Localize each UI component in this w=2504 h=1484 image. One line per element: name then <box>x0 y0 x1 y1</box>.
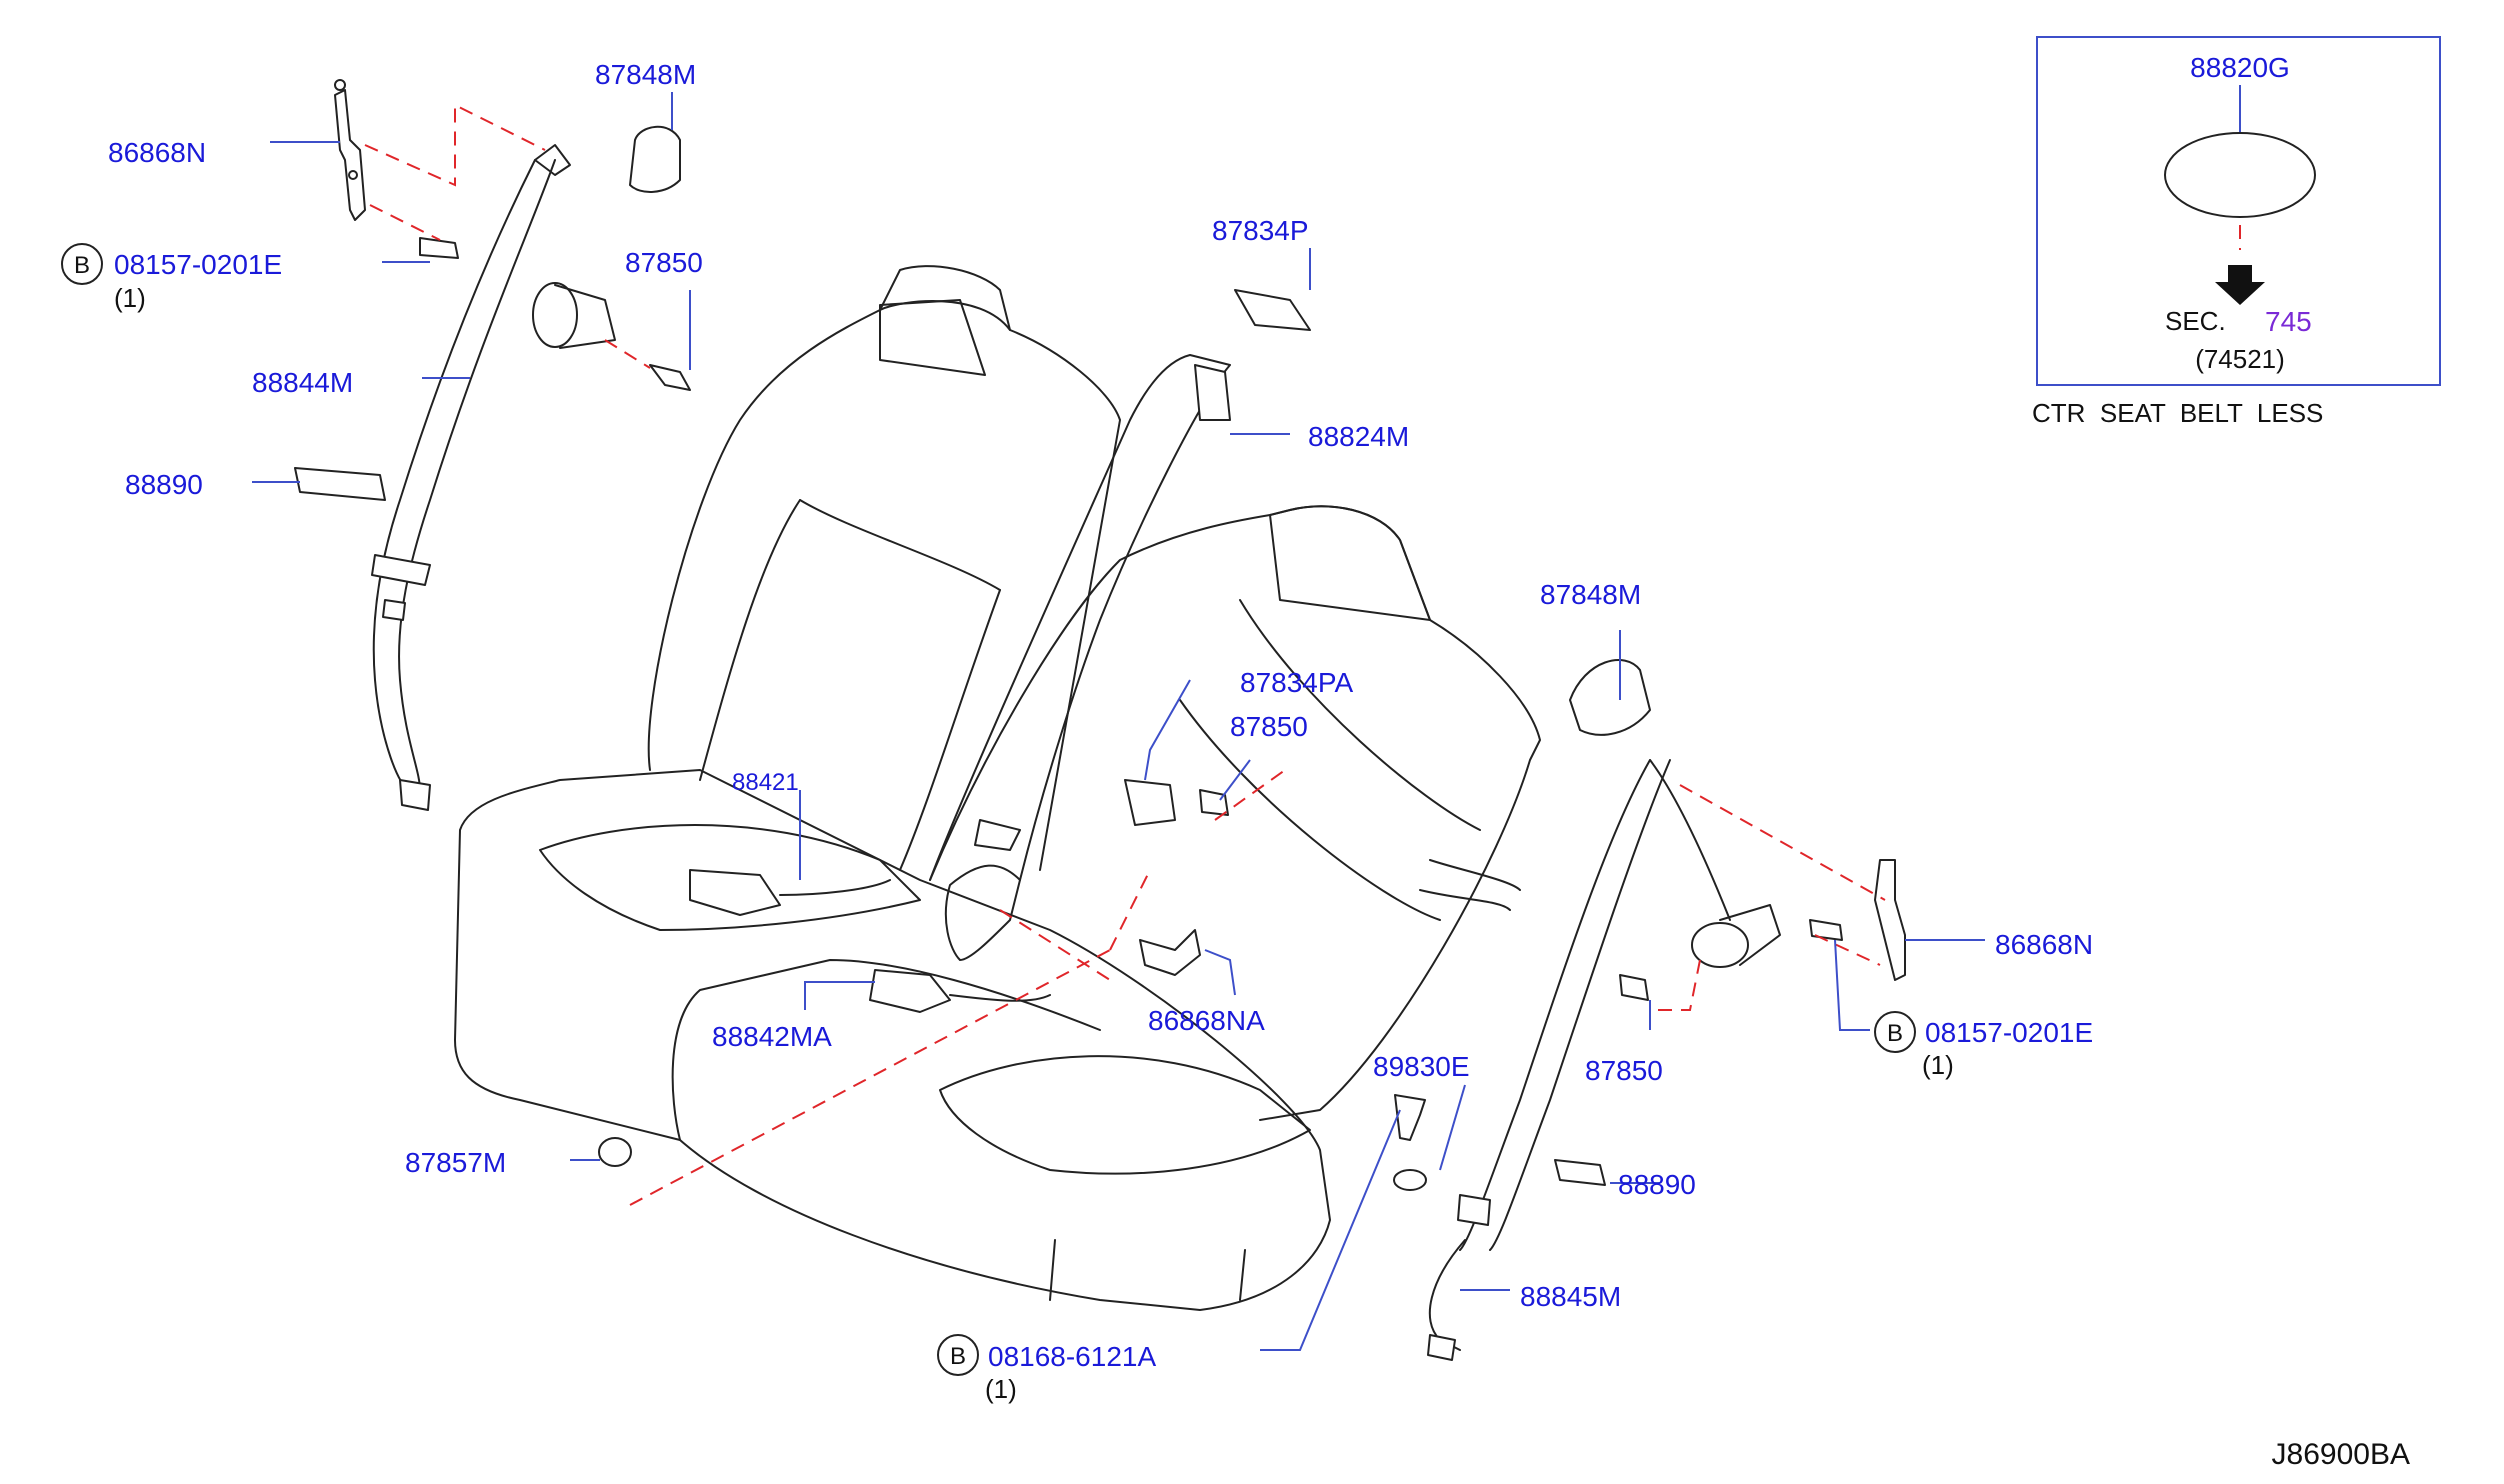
badge-right: B <box>1874 1011 1916 1053</box>
belt-guide <box>1569 659 1651 736</box>
belt-guide <box>629 125 681 193</box>
inset-center-belt-less: 88820G SEC. 745 (74521) CTR SEAT BELT LE… <box>2032 36 2441 428</box>
part-label-88842[interactable]: 88421 <box>732 769 799 796</box>
part-label-86868N-left[interactable]: 86868N <box>108 137 206 168</box>
bolt-icon <box>1199 789 1229 816</box>
sec-prefix: SEC. <box>2165 306 2226 336</box>
nut-icon <box>598 1137 632 1167</box>
bolt-icon <box>419 237 459 259</box>
clip-icon <box>1393 1169 1427 1191</box>
badge-letter: B <box>1887 1020 1903 1047</box>
buckle-88842MA <box>869 969 951 1013</box>
quantity-08168: (1) <box>985 1374 1017 1404</box>
buckle-assemblies <box>689 289 1311 1013</box>
part-label-87834PA[interactable]: 87834PA <box>1240 667 1353 698</box>
part-label-88845M[interactable]: 88845M <box>1520 1281 1621 1312</box>
sec-subnumber: (74521) <box>2195 344 2285 374</box>
part-label-87848M-right[interactable]: 87848M <box>1540 579 1641 610</box>
part-labels: 86868N 87848M 08157-0201E (1) 87850 8884… <box>108 59 2093 1404</box>
down-arrow-icon <box>2215 265 2265 305</box>
bolt-icon <box>649 364 691 391</box>
quantity-08157-left: (1) <box>114 283 146 313</box>
rear-seat-artwork <box>454 265 1541 1311</box>
part-label-87850-right[interactable]: 87850 <box>1585 1055 1663 1086</box>
badge-letter: B <box>74 252 90 279</box>
installation-dashed-lines <box>364 103 2241 1206</box>
diagram-id: J86900BA <box>2272 1438 2410 1471</box>
belt-cover <box>294 467 386 501</box>
part-label-88842MA[interactable]: 88842MA <box>712 1021 832 1052</box>
cap-88820G <box>2164 132 2316 218</box>
badge-letter: B <box>950 1343 966 1370</box>
bracket-86868NA <box>1139 929 1201 976</box>
part-label-87857M[interactable]: 87857M <box>405 1147 506 1178</box>
buckle-88842 <box>689 869 781 916</box>
left-seat-belt-assembly <box>294 79 691 811</box>
badge-bottom: B <box>937 1334 979 1376</box>
part-label-88824M[interactable]: 88824M <box>1308 421 1409 452</box>
plate-87834P <box>1234 289 1311 331</box>
leader-lines <box>252 92 1985 1351</box>
bolt-icon <box>1619 974 1649 1001</box>
part-label-88890-right[interactable]: 88890 <box>1618 1169 1696 1200</box>
quantity-08157-right: (1) <box>1922 1050 1954 1080</box>
part-label-86868NA[interactable]: 86868NA <box>1148 1005 1265 1036</box>
part-label-86868N-right[interactable]: 86868N <box>1995 929 2093 960</box>
inset-caption: CTR SEAT BELT LESS <box>2032 398 2323 428</box>
sec-number-link[interactable]: 745 <box>2265 306 2312 337</box>
belt-cover <box>1554 1159 1606 1186</box>
right-seat-belt-assembly <box>598 659 1906 1361</box>
part-label-87834P[interactable]: 87834P <box>1212 215 1309 246</box>
buckle-87834PA <box>1124 779 1176 826</box>
part-label-08157-right[interactable]: 08157-0201E <box>1925 1017 2093 1048</box>
part-label-08157-left[interactable]: 08157-0201E <box>114 249 282 280</box>
retractor <box>1691 922 1749 968</box>
inset-part-label: 88820G <box>2190 52 2290 83</box>
part-label-89830E[interactable]: 89830E <box>1373 1051 1470 1082</box>
bolt-icon <box>1394 1094 1426 1141</box>
part-label-08168[interactable]: 08168-6121A <box>988 1341 1156 1372</box>
part-label-87850-mid[interactable]: 87850 <box>1230 711 1308 742</box>
inset-frame <box>2036 36 2441 386</box>
badge-left: B <box>61 243 103 285</box>
part-label-87850-top[interactable]: 87850 <box>625 247 703 278</box>
retractor <box>532 282 578 348</box>
anchor-bracket <box>334 89 366 221</box>
anchor-bracket <box>1874 859 1906 981</box>
part-label-87848M-top[interactable]: 87848M <box>595 59 696 90</box>
part-label-88890-left[interactable]: 88890 <box>125 469 203 500</box>
part-label-88844M[interactable]: 88844M <box>252 367 353 398</box>
bolt-icon <box>1809 919 1843 941</box>
